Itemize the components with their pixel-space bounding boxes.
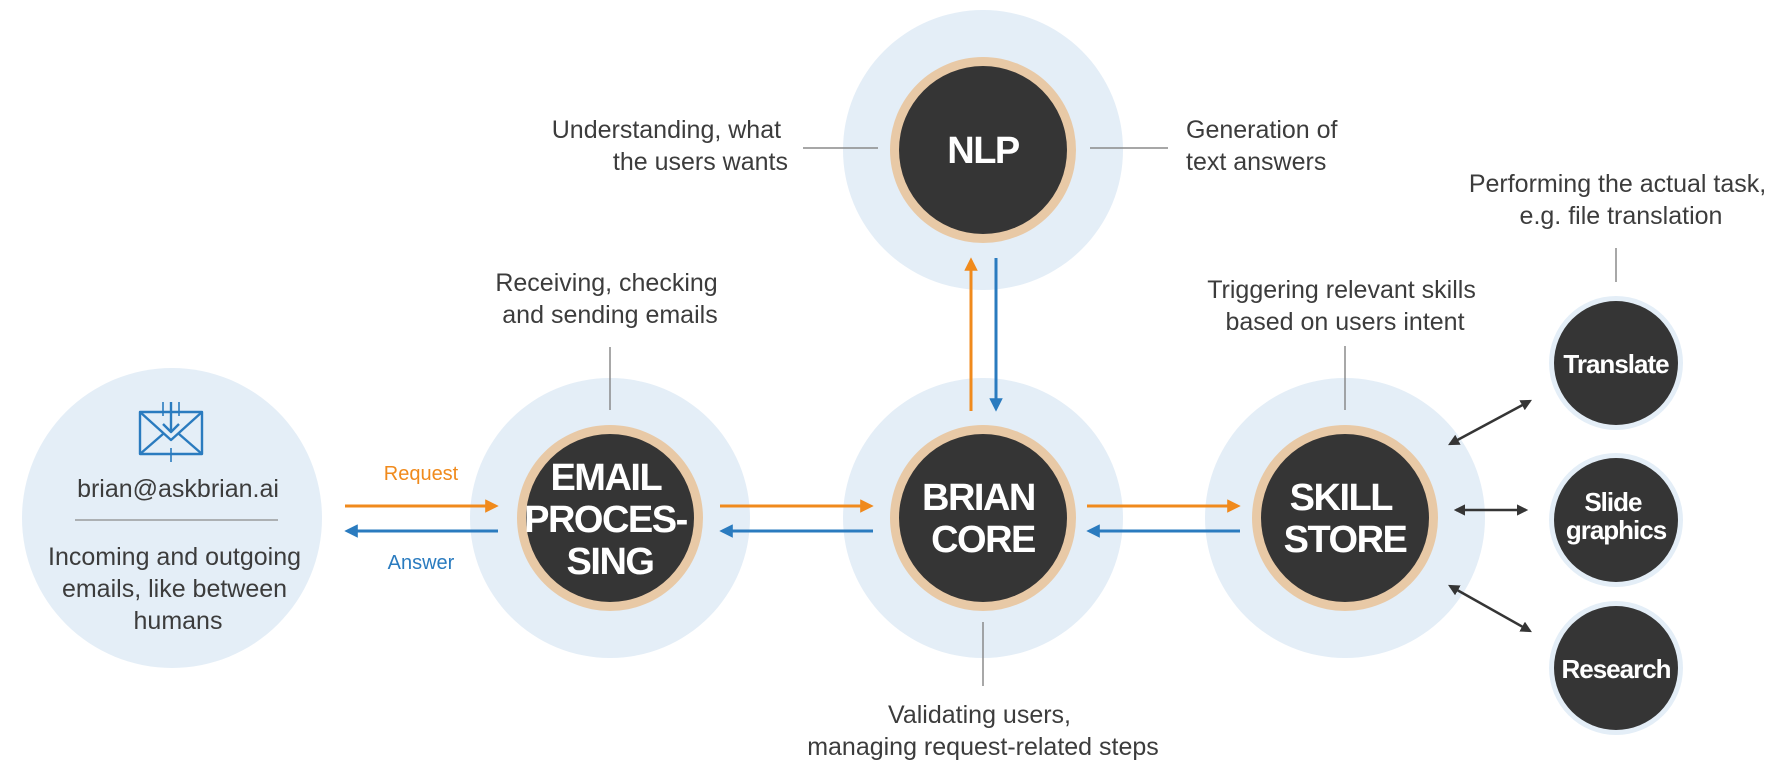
slide-graphics-skill-node: Slide graphics xyxy=(1549,453,1683,587)
nlp-node: NLP xyxy=(890,57,1076,243)
email-processing-node: EMAIL PROCES- SING xyxy=(517,425,703,611)
request-label: Request xyxy=(384,463,459,485)
translate-skill-node: Translate xyxy=(1549,296,1683,430)
mail-download-icon xyxy=(138,402,204,462)
store-node-title: SKILL STORE xyxy=(1284,477,1407,561)
slide-graphics-skill-title: Slide graphics xyxy=(1566,487,1667,545)
nlp-right-caption: Generation of text answers xyxy=(1186,116,1344,176)
skills-caption: Performing the actual task, e.g. file tr… xyxy=(1469,170,1773,230)
user-email-address: brian@askbrian.ai xyxy=(77,475,279,503)
email-node-title: EMAIL PROCES- SING xyxy=(524,457,696,583)
user-halo xyxy=(22,368,322,668)
research-skill-title: Research xyxy=(1561,654,1670,684)
store-research-arrow xyxy=(1448,584,1532,633)
email-caption: Receiving, checking and sending emails xyxy=(495,269,724,329)
brian-core-node: BRIAN CORE xyxy=(890,425,1076,611)
skill-store-node: SKILL STORE xyxy=(1252,425,1438,611)
core-node-title: BRIAN CORE xyxy=(922,477,1044,561)
store-translate-arrow xyxy=(1448,399,1532,446)
nlp-node-title: NLP xyxy=(947,130,1020,172)
research-skill-node: Research xyxy=(1549,601,1683,735)
nlp-left-caption: Understanding, what the users wants xyxy=(552,116,788,176)
core-caption: Validating users, managing request-relat… xyxy=(807,701,1159,761)
user-description: Incoming and outgoing emails, like betwe… xyxy=(48,543,308,635)
store-caption: Triggering relevant skills based on user… xyxy=(1207,276,1483,336)
answer-label: Answer xyxy=(388,552,455,574)
translate-skill-title: Translate xyxy=(1563,349,1669,379)
